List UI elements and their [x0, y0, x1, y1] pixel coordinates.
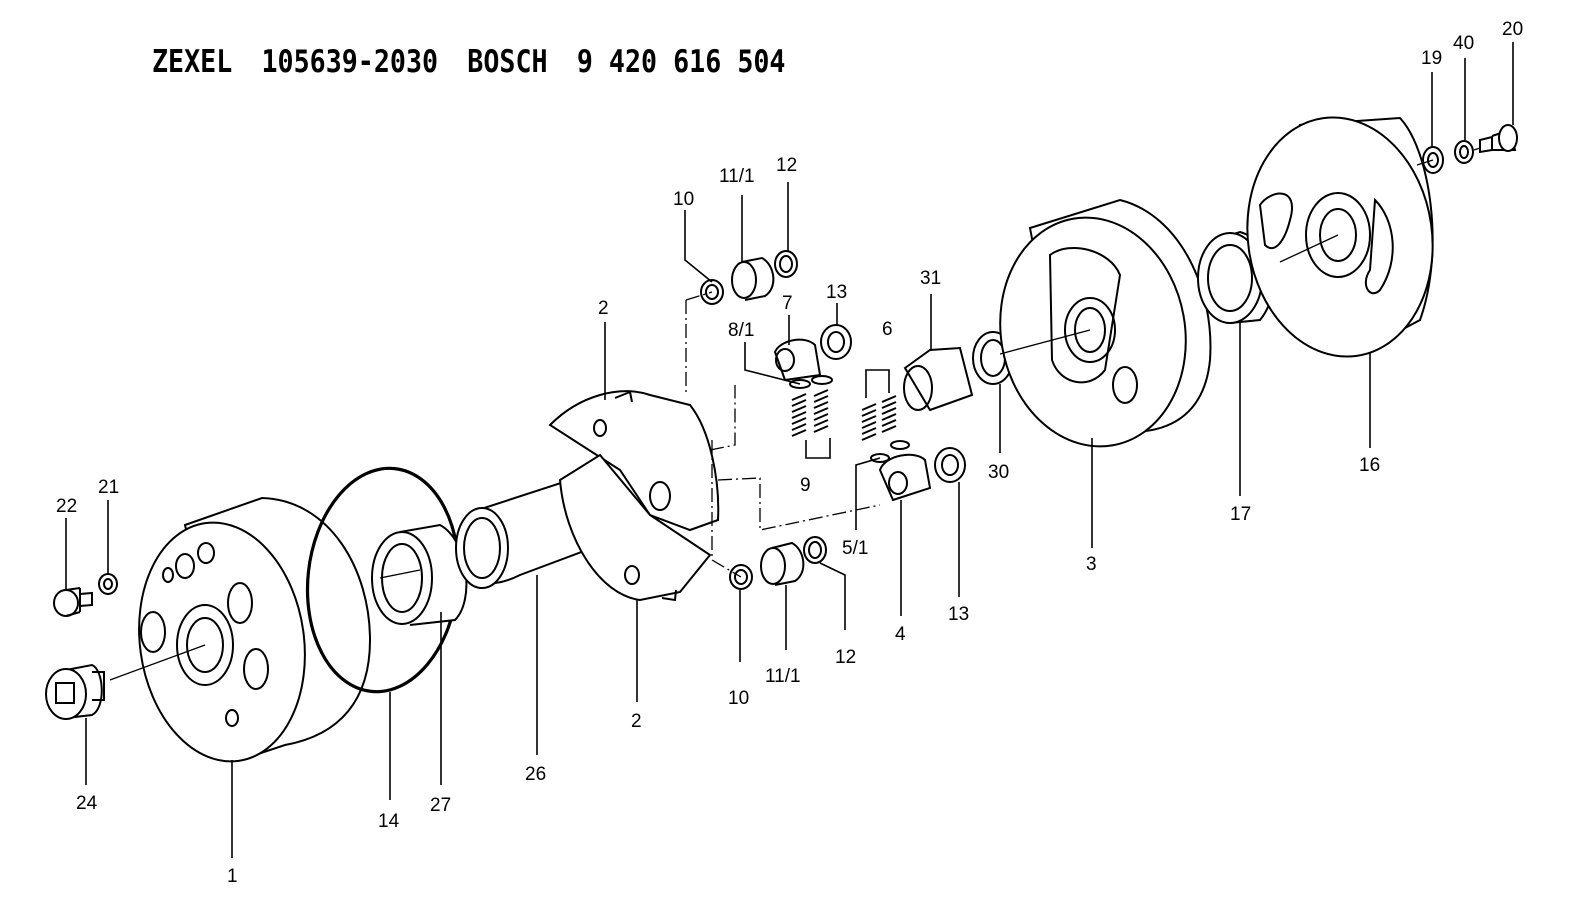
callout-21: 21: [98, 477, 119, 498]
part-12-upper: [774, 250, 798, 278]
assembly-lines: [109, 147, 1481, 681]
part-24-plug: [45, 663, 105, 720]
callout-2-upper: 2: [598, 298, 609, 319]
callout-3: 3: [1086, 554, 1097, 575]
callout-1: 1: [227, 866, 238, 887]
part-22-screw: [53, 587, 93, 617]
part-12-lower: [803, 536, 827, 564]
part-11-1-lower: [760, 541, 805, 586]
part-9-springs: [791, 389, 829, 437]
part-2-flyweight-lower: [558, 453, 712, 602]
callout-7: 7: [782, 293, 793, 314]
part-3-carrier: [999, 198, 1212, 448]
callout-19: 19: [1421, 48, 1442, 69]
callouts: 1 2 2 2 3 4 5/1 6 7 8/1 9 10 10 11/1 11/…: [56, 19, 1523, 887]
callout-9: 9: [800, 475, 811, 496]
callout-24: 24: [76, 793, 98, 814]
callout-12-upper: 12: [776, 155, 797, 176]
callout-13-upper: 13: [826, 282, 847, 303]
part-7-spring-seat: [773, 338, 822, 382]
part-number-zexel: 105639-2030: [261, 44, 439, 80]
part-number-bosch: 9 420 616 504: [576, 44, 786, 80]
callout-2-lower: 2: [631, 711, 642, 732]
brand-zexel: ZEXEL: [152, 44, 233, 80]
part-1-housing: [138, 496, 372, 763]
part-21-washer: [98, 573, 118, 595]
callout-17: 17: [1230, 504, 1251, 525]
part-20-bolt: [1479, 124, 1518, 154]
part-6-springs: [861, 395, 897, 441]
part-31-nut: [903, 346, 974, 412]
part-2-flyweight-upper: [548, 390, 720, 532]
part-8-1-shims: [789, 375, 833, 389]
leader-lines: [65, 42, 1514, 858]
brand-bosch: BOSCH: [467, 44, 548, 80]
part-5-1-shims: [870, 440, 910, 463]
callout-27: 27: [430, 795, 451, 816]
part-11-1-upper: [731, 256, 775, 301]
callout-22: 22: [56, 496, 77, 517]
callout-31: 31: [920, 268, 941, 289]
callout-11-1-upper: 11/1: [719, 166, 755, 187]
part-40-washer: [1454, 140, 1474, 164]
part-13-nut-upper: [820, 324, 852, 360]
callout-4: 4: [895, 624, 906, 645]
callout-12-lower: 12: [835, 647, 856, 668]
callout-6: 6: [882, 319, 893, 340]
part-27-sleeve: [371, 523, 468, 626]
callout-16: 16: [1359, 455, 1380, 476]
callout-13-lower: 13: [948, 604, 969, 625]
callout-11-1-lower: 11/1: [765, 666, 801, 687]
page-title: ZEXEL 105639-2030 BOSCH 9 420 616 504: [152, 44, 815, 80]
callout-14: 14: [378, 811, 400, 832]
part-16-cover: [1246, 116, 1434, 358]
part-4-spring-seat: [878, 453, 932, 502]
callout-8-1: 8/1: [728, 320, 754, 341]
part-13-nut-lower: [934, 447, 966, 483]
callout-40: 40: [1453, 33, 1474, 54]
callout-10-upper: 10: [673, 189, 694, 210]
callout-10-lower: 10: [728, 688, 749, 709]
callout-5-1: 5/1: [842, 538, 868, 559]
callout-26: 26: [525, 764, 546, 785]
callout-30: 30: [988, 462, 1009, 483]
callout-20: 20: [1502, 19, 1523, 40]
